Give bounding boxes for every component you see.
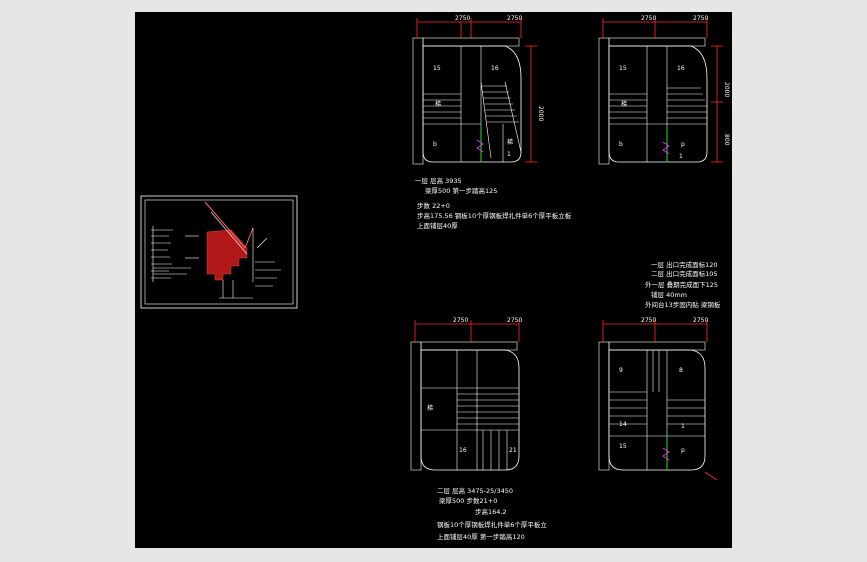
- dimension-chain-2: [602, 18, 723, 163]
- drawing-canvas: 15 16 梯 b 梯 1 2750 2750 2000 15 16 梯 b p 1 2750 2750 2000…: [140, 15, 730, 481]
- note-bottom-4: 钢板10个厚钢板焊扎件单6个厚平板立: [437, 521, 547, 529]
- plan-4-label-d: 15: [619, 443, 627, 450]
- plan-3-label-a: 梯: [427, 404, 433, 412]
- dimension-chain-1: [416, 18, 537, 163]
- plan-3-label-c: 21: [509, 447, 517, 454]
- plan-4-label-c: 14: [619, 421, 627, 428]
- dimension-chain-3: [414, 320, 520, 342]
- stair-treads-3: [457, 393, 519, 470]
- plan-2-dim-top-2: 2750: [693, 15, 708, 22]
- plan-1-dim-side: 2000: [537, 106, 544, 121]
- cad-drawing-viewport[interactable]: 15 16 梯 b 梯 1 2750 2750 2000 15 16 梯 b p 1 2750 2750 2000…: [135, 12, 732, 548]
- plan-1-label-e: 梯: [507, 138, 513, 146]
- plan-1-dim-top: 2750: [455, 15, 470, 22]
- plan-1-label-d: b: [433, 141, 437, 148]
- plan-2-label-d: b: [619, 141, 623, 148]
- note-top-2: 梁厚500 第一步踏高125: [425, 187, 498, 195]
- stair-treads-2: [609, 87, 707, 119]
- stair-treads-1: [423, 81, 522, 159]
- stair-section-profile: [204, 201, 281, 299]
- plan-4-label-a: 9: [619, 367, 623, 374]
- plan-2-dim-top: 2750: [641, 15, 656, 22]
- plan-1-label-b: 16: [491, 65, 499, 72]
- stair-plan-3: [410, 320, 520, 471]
- note-top-3: 步数 22+0: [417, 202, 450, 210]
- note-bottom-5: 上面铺层40厚 第一步踏高120: [437, 533, 525, 541]
- plan-2-dim-side: 2000: [723, 82, 730, 97]
- plan-2-label-e: p: [681, 141, 685, 148]
- plan-4-dim-top: 2750: [641, 317, 656, 324]
- section-level-marks: [151, 226, 199, 282]
- note-bottom-3: 步高164.2: [475, 508, 507, 516]
- note-top-5: 上面铺层40厚: [417, 222, 458, 230]
- plan-4-label-f: p: [681, 447, 685, 454]
- plan-2-label-b: 16: [677, 65, 685, 72]
- stair-plan-1: [412, 18, 537, 165]
- plan-4-dim-top-2: 2750: [693, 317, 708, 324]
- plan-2-dim-side-2: 800: [723, 134, 730, 146]
- note-top-4: 步高175.56 钢板10个厚钢板焊扎件单6个厚平板立板: [417, 212, 572, 220]
- plan-2-label-c: 梯: [621, 100, 627, 108]
- dimension-chain-4: [602, 320, 718, 481]
- plan-4-label-e: 1: [681, 423, 685, 430]
- plan-3-label-b: 16: [459, 447, 467, 454]
- plan-1-dim-top-2: 2750: [507, 15, 522, 22]
- plan-3-dim-top-2: 2750: [507, 317, 522, 324]
- plan-3-dim-top: 2750: [453, 317, 468, 324]
- stair-treads-4: [609, 350, 705, 425]
- plan-2-label-a: 15: [619, 65, 627, 72]
- plan-4-label-b: 8: [679, 367, 683, 374]
- section-detail-sheet: [140, 195, 298, 309]
- note-right-2: 二层 出口完成面标105: [651, 270, 718, 278]
- note-bottom-2: 梁厚500 步数21+0: [439, 497, 498, 505]
- note-right-3: 外一层 叠期完成面下125: [645, 281, 718, 289]
- plan-1-label-c: 梯: [435, 100, 441, 108]
- note-right-5: 外间台13步固内贴 梁钢板: [645, 301, 721, 309]
- note-top-1: 一层 层高 3935: [415, 177, 462, 185]
- stair-plan-4: [598, 320, 718, 481]
- plan-1-label-a: 15: [433, 65, 441, 72]
- plan-1-label-f: 1: [507, 151, 511, 158]
- stair-plan-2: [598, 18, 723, 165]
- plan-2-label-f: 1: [679, 153, 683, 160]
- note-right-1: 一层 出口完成面标120: [651, 261, 718, 269]
- note-right-4: 铺层 40mm: [651, 291, 688, 299]
- note-bottom-1: 二层 层高 3475-25/3450: [437, 487, 514, 495]
